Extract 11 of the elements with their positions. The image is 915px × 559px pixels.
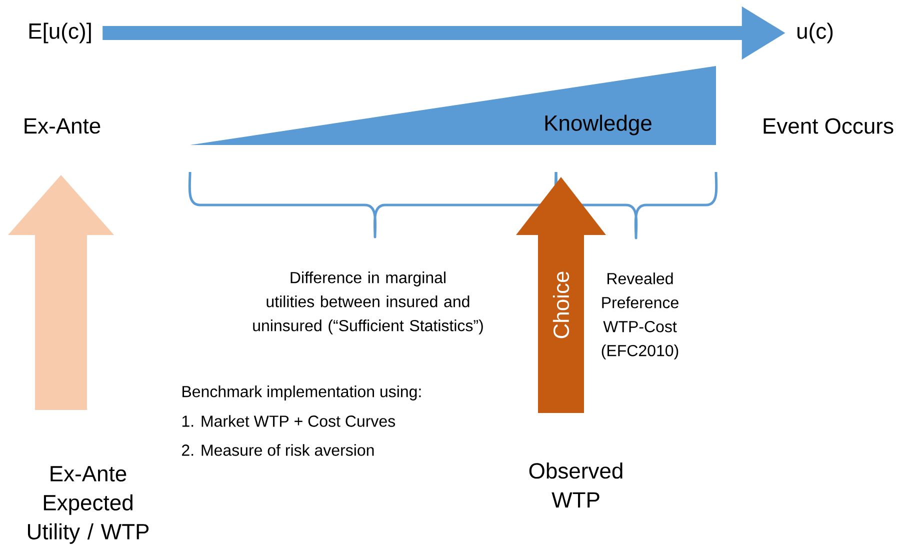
text-label: Benchmark implementation using:	[182, 386, 421, 400]
text-label: u(c)	[797, 22, 833, 44]
text-label: 2. Measure of risk aversion	[182, 444, 374, 456]
text-label: Difference in marginal utilities between insured and uninsured (“Sufficient Statistics”)	[253, 272, 483, 334]
text-label: 1. Market WTP + Cost Curves	[182, 415, 396, 427]
text-label: E[u(c)]	[29, 22, 91, 44]
knowledge-wedge: Knowledge	[190, 66, 716, 145]
text-label: Ex-Ante Expected Utility / WTP	[28, 466, 149, 544]
text-label: Ex-Ante	[24, 118, 100, 134]
text-label: Event Occurs	[764, 118, 894, 134]
text-label: Observed WTP	[529, 462, 622, 508]
